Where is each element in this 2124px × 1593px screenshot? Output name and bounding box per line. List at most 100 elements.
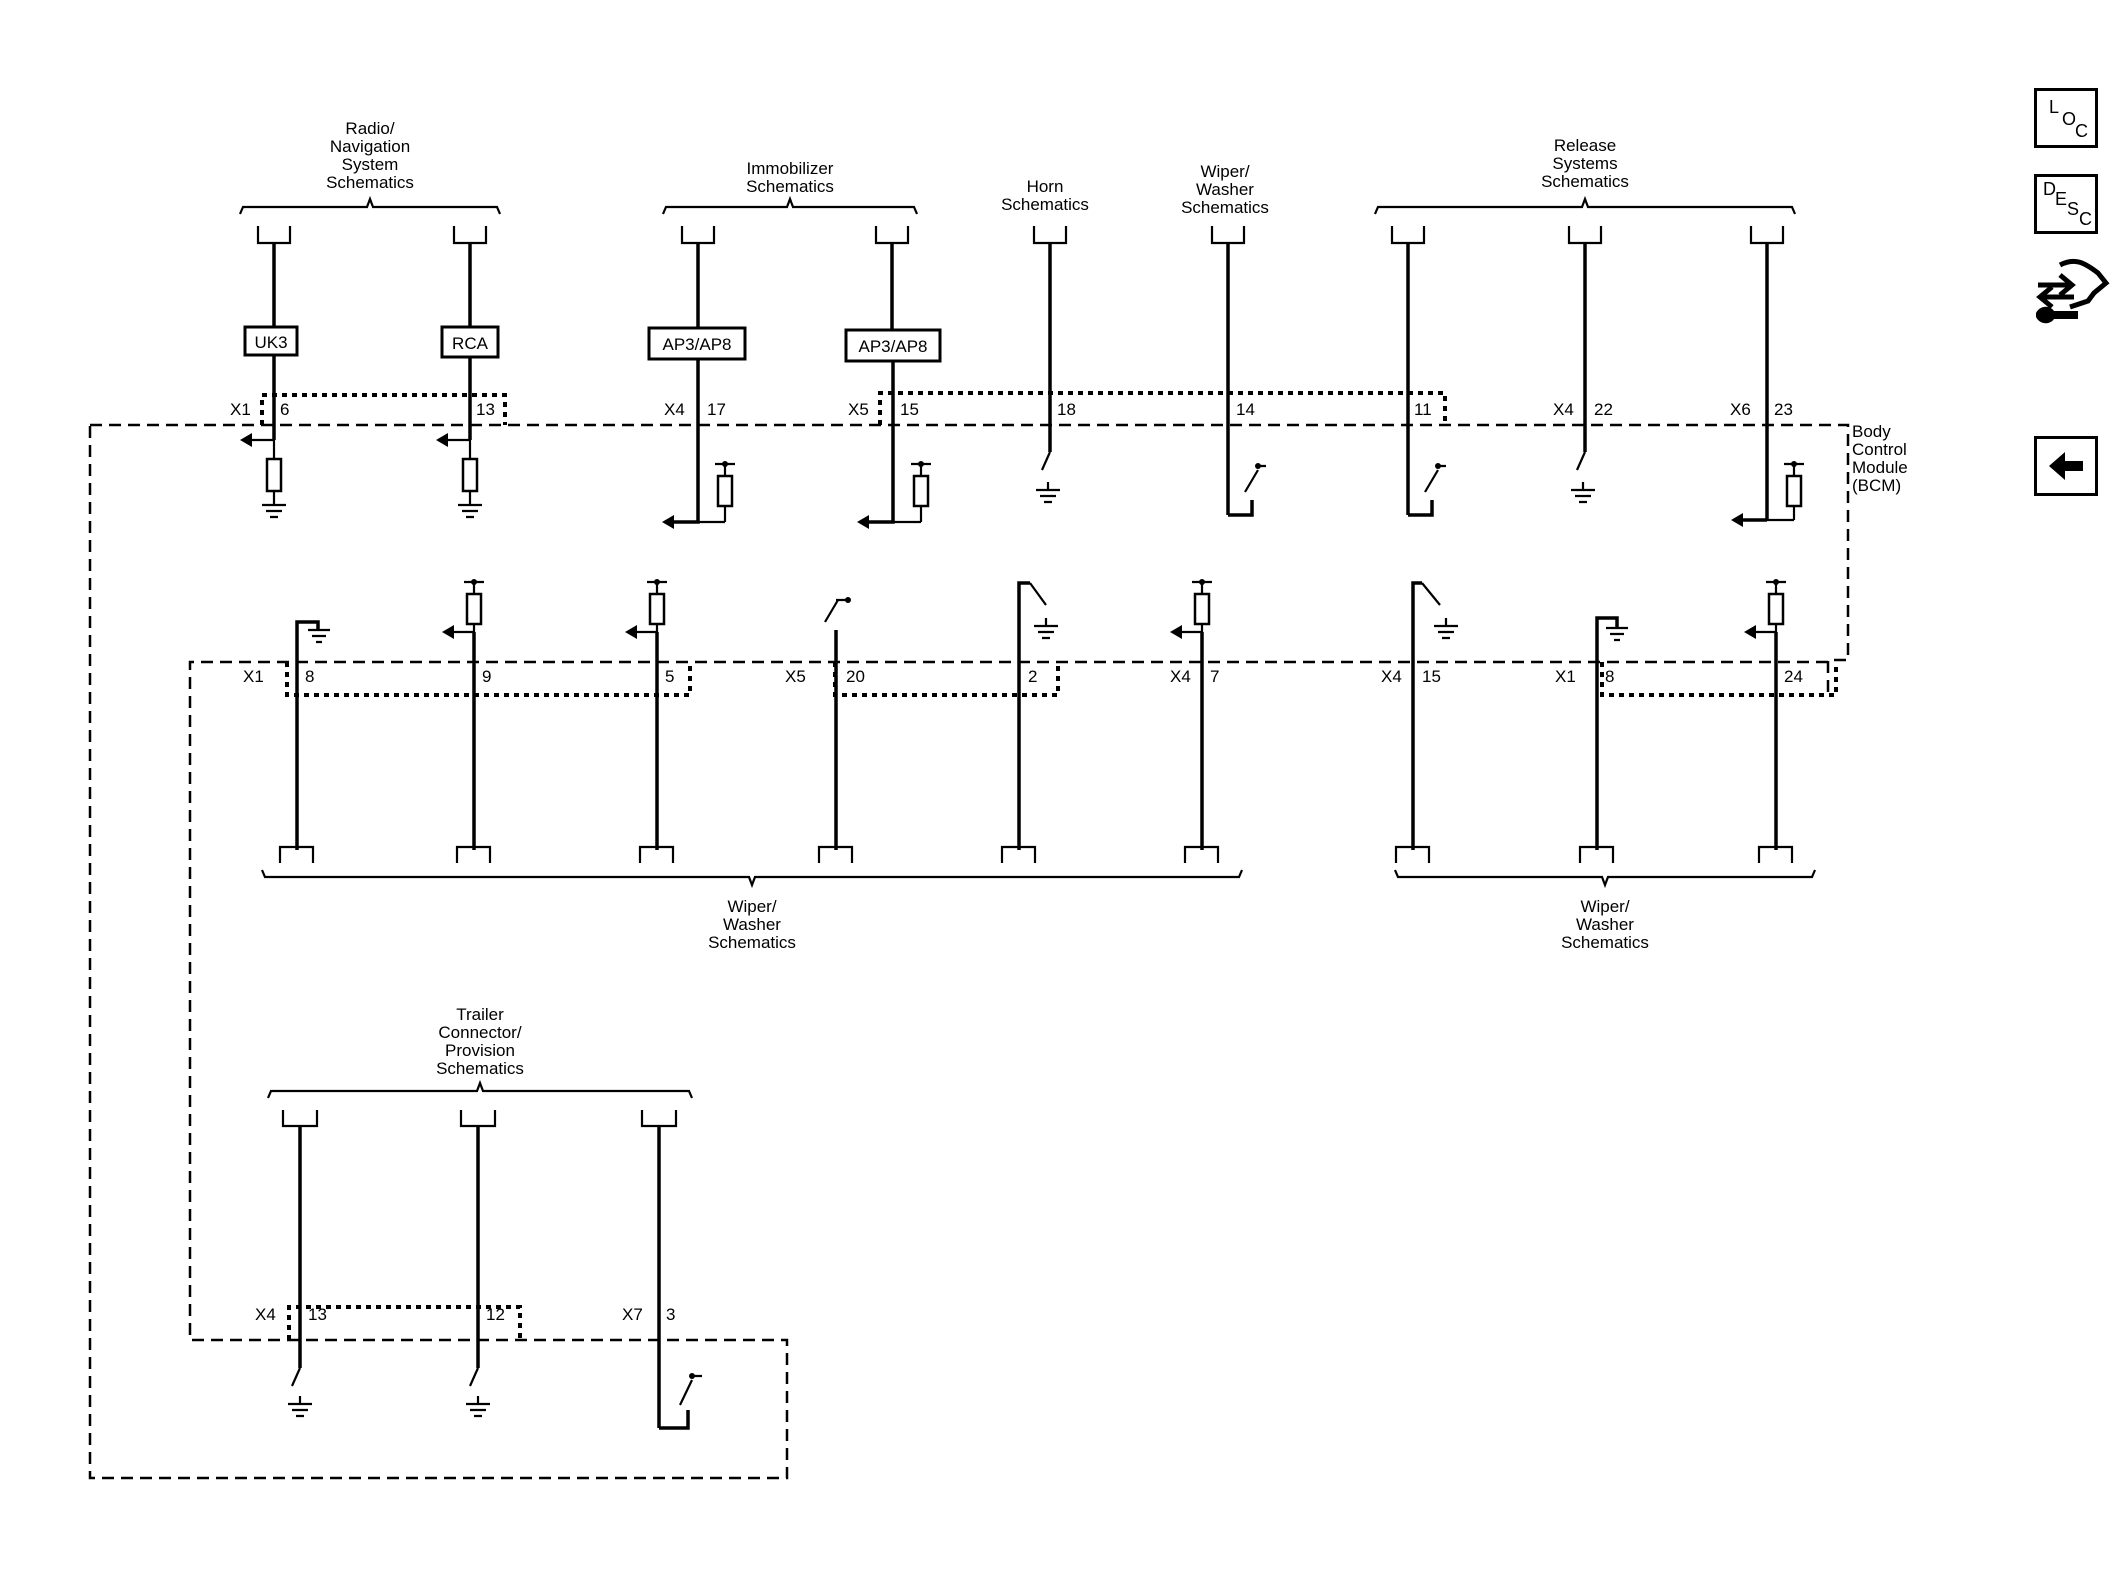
pin-number-label: 13	[476, 400, 495, 419]
pin-conn-label: X1	[230, 400, 251, 419]
pin-number-label: 17	[707, 400, 726, 419]
label-line: Horn	[1027, 177, 1064, 196]
label-line: Wiper/	[1200, 162, 1249, 181]
label-line: Module	[1852, 458, 1908, 477]
label-line: Connector/	[438, 1023, 521, 1042]
location-button[interactable]: L O C	[2034, 88, 2098, 148]
connector-tool-icon[interactable]	[2030, 255, 2110, 330]
top-wires-lower	[272, 355, 1767, 524]
label-line: Immobilizer	[747, 159, 834, 178]
label-line: Schematics	[436, 1059, 524, 1078]
loc-letter-o: O	[2062, 109, 2077, 129]
pin-number-label: 3	[666, 1305, 675, 1324]
pin-number-label: 8	[305, 667, 314, 686]
label-line: Systems	[1552, 154, 1617, 173]
label-line: Provision	[445, 1041, 515, 1060]
left-arrow-icon	[2049, 452, 2083, 480]
label-line: Schematics	[708, 933, 796, 952]
label-line: Schematics	[1181, 198, 1269, 217]
brace-top-immobilizer	[661, 195, 919, 215]
pin-number-label: 22	[1594, 400, 1613, 419]
component-box-uk3	[243, 325, 299, 357]
pin-number-label: 15	[1422, 667, 1441, 686]
pin-labels-top: X1 6 13 X4 17 X5 15 18 14 11 X4 22 X6 23	[230, 400, 1793, 419]
brace-bottom-right	[1393, 869, 1817, 889]
label-line: Wiper/	[1580, 897, 1629, 916]
pin-number-label: 14	[1236, 400, 1255, 419]
label-line: Navigation	[330, 137, 410, 156]
label-line: Washer	[1576, 915, 1634, 934]
pin-number-label: 2	[1028, 667, 1037, 686]
label-line: Schematics	[1541, 172, 1629, 191]
bcm-outline-main	[90, 423, 1850, 695]
component-ap2: AP3/AP8	[859, 337, 928, 356]
pin-conn-label: X1	[243, 667, 264, 686]
brace-bottom-left	[260, 869, 1244, 889]
pin-number-label: 9	[482, 667, 491, 686]
mid-wires	[278, 695, 1794, 863]
label-line: Schematics	[1561, 933, 1649, 952]
pin-number-label: 6	[280, 400, 289, 419]
pin-conn-label: X7	[622, 1305, 643, 1324]
bcm-outline-lower	[88, 425, 1828, 1480]
pin-conn-label: X5	[785, 667, 806, 686]
pin-conn-label: X4	[1553, 400, 1574, 419]
desc-letter-s: S	[2067, 199, 2080, 219]
connector-outline-x4-trailer	[287, 1305, 522, 1340]
component-rca: RCA	[452, 334, 489, 353]
label-line: Washer	[723, 915, 781, 934]
desc-letter-e: E	[2055, 189, 2068, 209]
pin-number-label: 7	[1210, 667, 1219, 686]
brace-trailer	[266, 1079, 694, 1099]
pin-conn-label: X4	[1170, 667, 1191, 686]
mid-internal-circuits	[295, 579, 1786, 695]
label-line: System	[342, 155, 399, 174]
label-line: Schematics	[326, 173, 414, 192]
desc-letter-c: C	[2079, 209, 2092, 229]
component-uk3: UK3	[254, 333, 287, 352]
label-line: Washer	[1196, 180, 1254, 199]
connector-outline-x5-top	[878, 391, 1447, 425]
pin-number-label: 12	[486, 1305, 505, 1324]
brace-top-radio	[238, 195, 502, 215]
label-line: Schematics	[1001, 195, 1089, 214]
pin-conn-label: X4	[664, 400, 685, 419]
loc-letter-c: C	[2075, 121, 2088, 141]
top-internal-circuits	[240, 433, 1804, 529]
pin-conn-label: X4	[1381, 667, 1402, 686]
desc-letter-d: D	[2043, 179, 2056, 199]
label-line: Control	[1852, 440, 1907, 459]
label-line: (BCM)	[1852, 476, 1901, 495]
pin-labels-trailer: X4 13 12 X7 3	[255, 1305, 675, 1324]
pin-number-label: 15	[900, 400, 919, 419]
pin-number-label: 20	[846, 667, 865, 686]
label-line: Release	[1554, 136, 1616, 155]
connector-outline-x1-right	[1600, 662, 1838, 697]
loc-letter-l: L	[2049, 97, 2060, 117]
pin-number-label: 5	[665, 667, 674, 686]
connector-outline-x5-mid	[833, 662, 1060, 697]
back-button[interactable]	[2034, 436, 2098, 496]
connector-outline-x1-mid	[285, 662, 692, 697]
pin-conn-label: X5	[848, 400, 869, 419]
description-button[interactable]: D E S C	[2034, 174, 2098, 234]
pin-number-label: 24	[1784, 667, 1803, 686]
connector-tool-glyph	[2036, 258, 2110, 324]
pin-conn-label: X4	[255, 1305, 276, 1324]
pin-labels-mid: X1 8 9 5 X5 20 2 X4 7 X4 15 X1 8 24	[243, 667, 1803, 686]
label-line: Schematics	[746, 177, 834, 196]
brace-top-release	[1373, 195, 1797, 215]
connector-outline-x1-top	[260, 393, 507, 425]
pin-conn-label: X6	[1730, 400, 1751, 419]
pin-number-label: 18	[1057, 400, 1076, 419]
pin-number-label: 8	[1605, 667, 1614, 686]
top-wires	[256, 226, 1785, 520]
